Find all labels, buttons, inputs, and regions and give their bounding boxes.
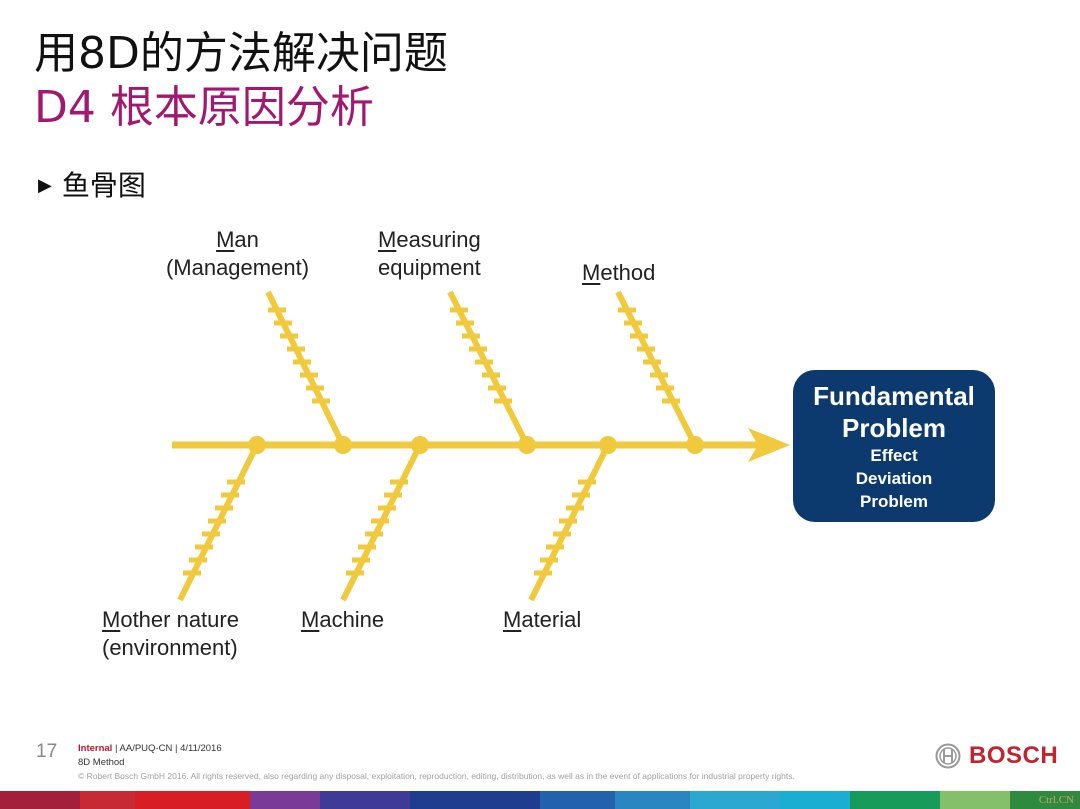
label-material: Material — [503, 607, 582, 632]
label-mother-nature: Mother nature (environment) — [102, 607, 239, 660]
bullet-item: ▶ 鱼骨图 — [38, 172, 146, 200]
fundamental-problem-box: Fundamental Problem Effect Deviation Pro… — [793, 370, 995, 522]
head-title-1: Fundamental — [813, 381, 975, 411]
arrow-head-icon — [748, 428, 790, 462]
page-number: 17 — [36, 741, 58, 762]
footer-meta: Internal | AA/PUQ-CN | 4/11/2016 8D Meth… — [78, 742, 222, 770]
bone-method — [615, 290, 698, 447]
bone-man — [265, 290, 346, 447]
watermark: Ctrl.CN — [1038, 794, 1074, 806]
head-sub-effect: Effect — [870, 446, 918, 465]
footer-meta-text: | AA/PUQ-CN | 4/11/2016 — [112, 743, 222, 754]
bullet-text: 鱼骨图 — [61, 169, 146, 202]
bosch-armature-icon — [935, 743, 961, 769]
bullet-triangle-icon: ▶ — [38, 175, 52, 196]
bosch-logo: BOSCH — [935, 742, 1058, 770]
head-title-2: Problem — [841, 413, 947, 443]
bone-measuring — [447, 290, 530, 447]
copyright-text: © Robert Bosch GmbH 2016. All rights res… — [78, 771, 795, 781]
label-measuring-equipment: Measuring equipment — [378, 227, 481, 280]
page-title: 用8D的方法解决问题 — [34, 28, 448, 79]
footer-subtitle: 8D Method — [78, 757, 125, 768]
head-sub-deviation: Deviation — [855, 469, 933, 488]
page-subtitle: D4 根本原因分析 — [34, 82, 374, 133]
brand-name: BOSCH — [969, 742, 1059, 769]
label-machine: Machine — [301, 607, 385, 632]
footer-color-stripe — [0, 791, 1080, 809]
label-method: Method — [582, 260, 656, 285]
head-sub-problem: Problem — [859, 492, 929, 511]
label-man: Man (Management) — [165, 227, 310, 280]
classification-label: Internal — [78, 743, 113, 754]
